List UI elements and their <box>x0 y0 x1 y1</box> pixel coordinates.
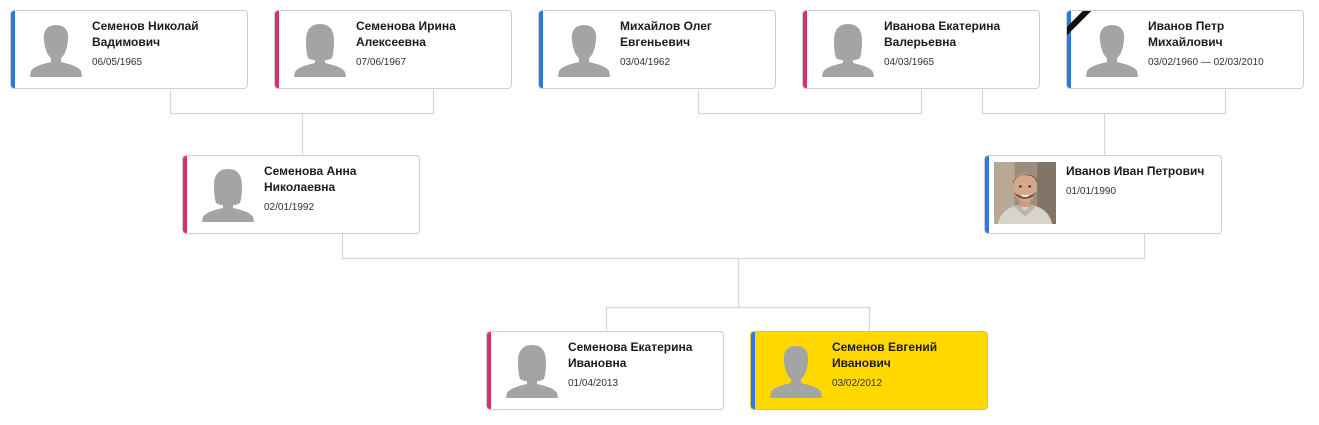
person-dates: 03/02/1960 — 02/03/2010 <box>1148 57 1264 68</box>
gender-marker <box>1067 11 1071 88</box>
person-card[interactable]: Семенова Ирина Алексеевна 07/06/1967 <box>274 10 512 89</box>
connector-line <box>605 306 871 331</box>
gender-marker <box>11 11 15 88</box>
person-card[interactable]: Семенова Екатерина Ивановна 01/04/2013 <box>486 331 724 410</box>
person-card[interactable]: Михайлов Олег Евгеньевич 03/04/1962 <box>538 10 776 89</box>
person-dates: 06/05/1965 <box>92 57 143 68</box>
person-name: Иванов Иван Петрович <box>1066 164 1205 178</box>
connector-line <box>341 234 1146 260</box>
gender-marker <box>487 332 491 409</box>
connector-line <box>697 90 923 115</box>
person-photo-image <box>994 162 1056 224</box>
gender-marker <box>183 156 187 233</box>
person-name: Семенова Ирина Алексеевна <box>356 19 456 49</box>
person-silhouette-male-icon <box>1081 19 1143 81</box>
person-dates: 01/01/1990 <box>1066 186 1117 197</box>
connector-line <box>981 90 1227 115</box>
person-dates: 02/01/1992 <box>264 202 315 213</box>
person-photo <box>994 162 1060 228</box>
person-card-selected[interactable]: Семенов Евгений Иванович 03/02/2012 <box>750 331 988 410</box>
person-card[interactable]: Иванов Петр Михайлович 03/02/1960 — 02/0… <box>1066 10 1304 89</box>
person-dates: 03/04/1962 <box>620 57 671 68</box>
person-silhouette-female-icon <box>197 164 259 226</box>
person-silhouette-male-icon <box>553 19 615 81</box>
person-name: Михайлов Олег Евгеньевич <box>620 19 712 49</box>
person-silhouette-female-icon <box>289 19 351 81</box>
person-dates: 03/02/2012 <box>832 378 883 389</box>
person-silhouette-female-icon <box>817 19 879 81</box>
gender-marker <box>275 11 279 88</box>
person-name: Иванов Петр Михайлович <box>1148 19 1225 49</box>
person-name: Семенова Анна Николаевна <box>264 164 357 194</box>
person-name: Иванова Екатерина Валерьевна <box>884 19 1001 49</box>
person-silhouette-male-icon <box>25 19 87 81</box>
person-name: Семенова Екатерина Ивановна <box>568 340 693 370</box>
gender-marker <box>539 11 543 88</box>
person-name: Семенов Николай Вадимович <box>92 19 199 49</box>
gender-marker <box>751 332 755 409</box>
person-card[interactable]: Иванова Екатерина Валерьевна 04/03/1965 <box>802 10 1040 89</box>
person-dates: 04/03/1965 <box>884 57 935 68</box>
gender-marker <box>803 11 807 88</box>
connector-line <box>169 90 435 115</box>
person-card[interactable]: Семенова Анна Николаевна 02/01/1992 <box>182 155 420 234</box>
person-dates: 01/04/2013 <box>568 378 619 389</box>
person-silhouette-female-icon <box>501 340 563 402</box>
person-silhouette-male-icon <box>765 340 827 402</box>
person-name: Семенов Евгений Иванович <box>832 340 938 370</box>
gender-marker <box>985 156 989 233</box>
person-dates: 07/06/1967 <box>356 57 407 68</box>
person-card[interactable]: Семенов Николай Вадимович 06/05/1965 <box>10 10 248 89</box>
person-card[interactable]: Иванов Иван Петрович 01/01/1990 <box>984 155 1222 234</box>
